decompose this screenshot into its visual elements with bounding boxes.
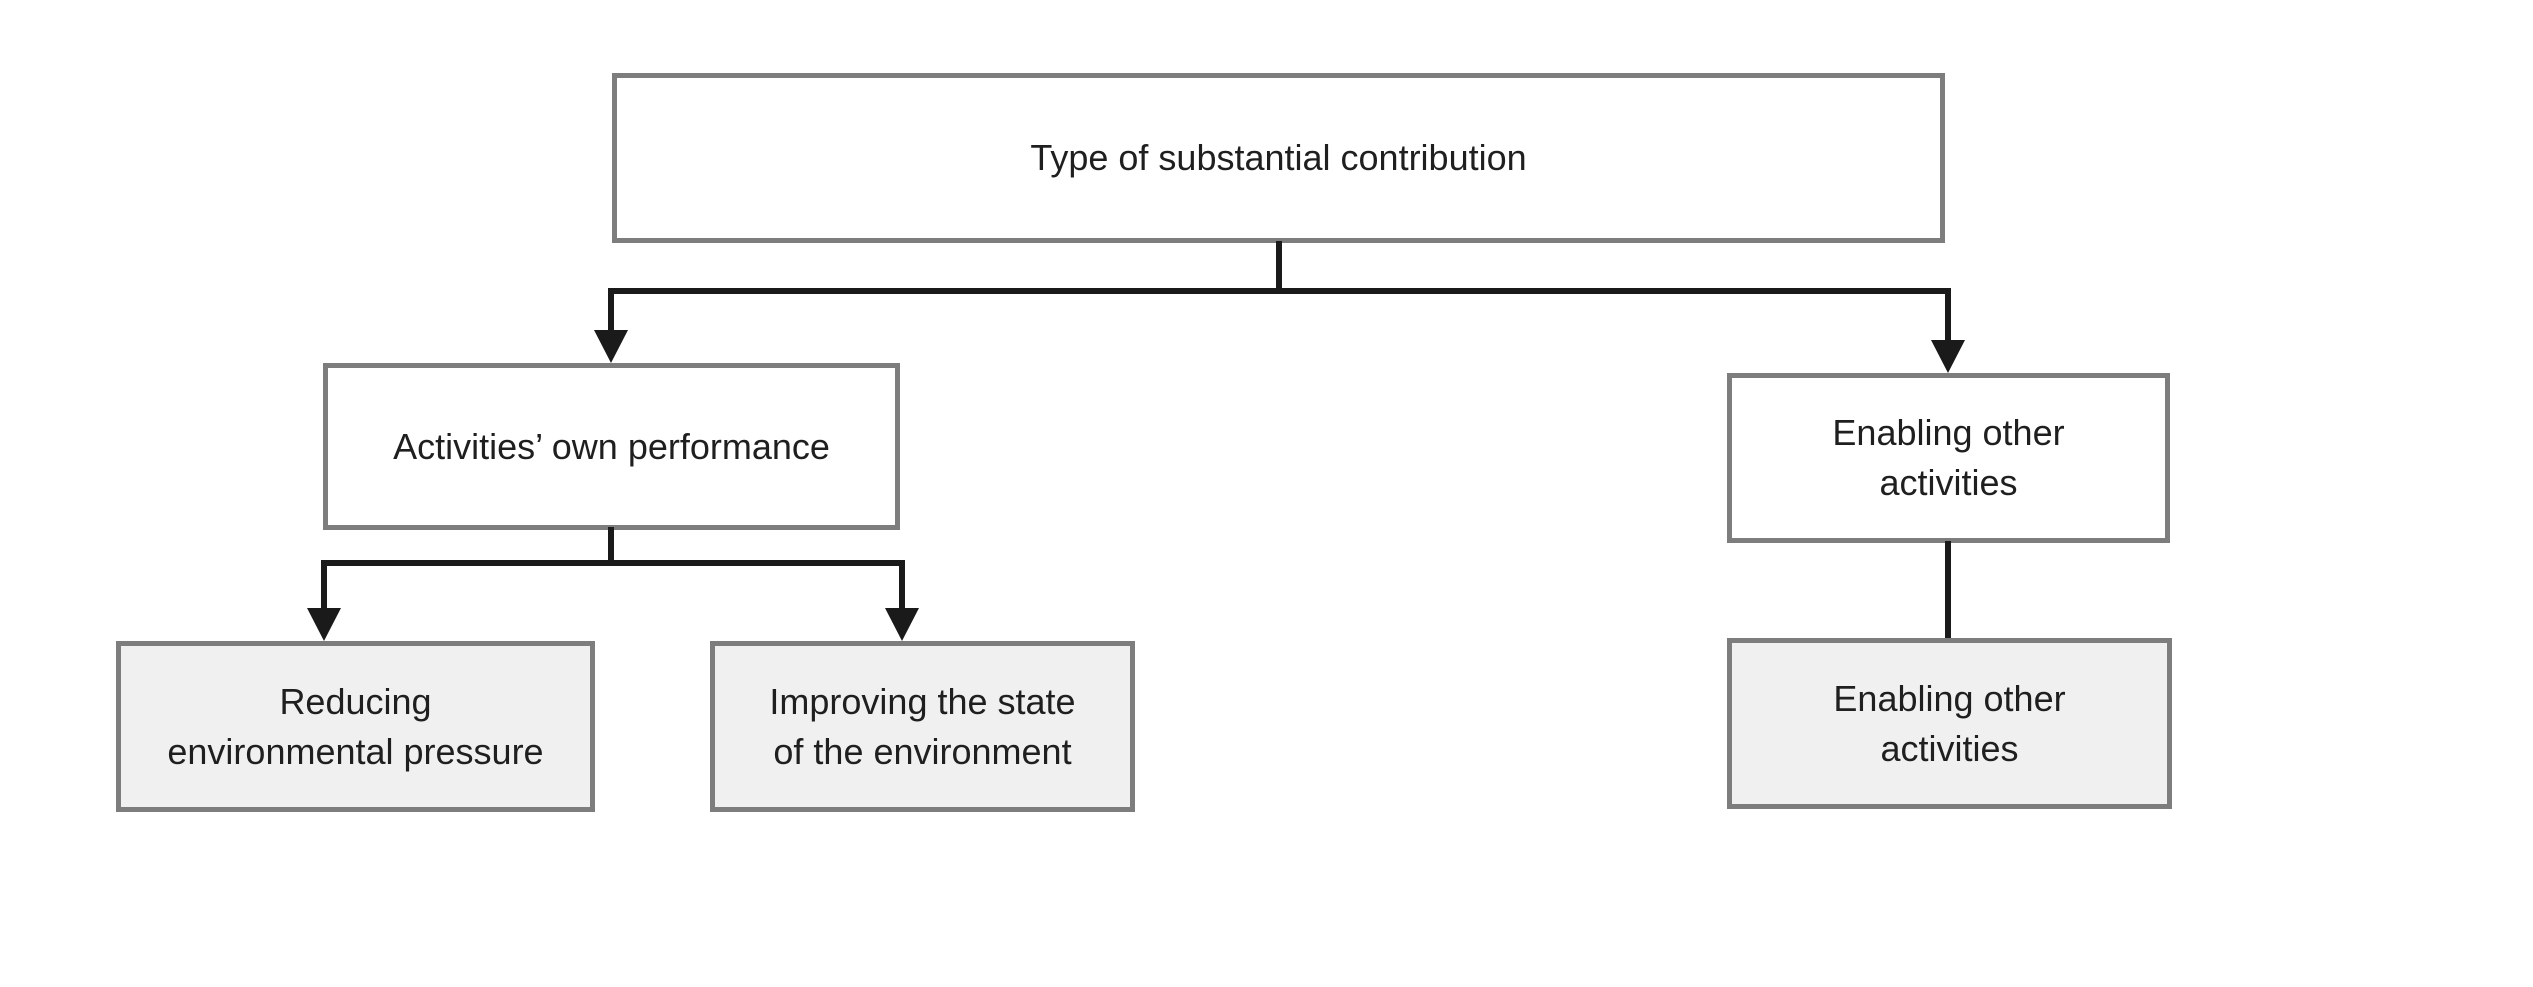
node-reducing-environmental-pressure: Reducing environmental pressure — [116, 641, 595, 812]
node-improving-state-of-environment: Improving the state of the environment — [710, 641, 1135, 812]
node-label: Activities’ own performance — [393, 425, 830, 467]
node-label: Enabling other activities — [1833, 677, 2066, 769]
arrowhead-down-icon — [594, 330, 628, 363]
connector-own-performance-drop-left — [321, 560, 327, 610]
node-label: Reducing environmental pressure — [167, 680, 544, 772]
node-activities-own-performance: Activities’ own performance — [323, 363, 900, 530]
connector-root-drop-right — [1945, 288, 1951, 344]
connector-enabling-vertical — [1945, 541, 1951, 640]
arrowhead-down-icon — [885, 608, 919, 641]
connector-own-performance-horizontal — [321, 560, 905, 566]
node-enabling-other-activities-child: Enabling other activities — [1727, 638, 2172, 809]
node-type-of-substantial-contribution: Type of substantial contribution — [612, 73, 1945, 243]
connector-own-performance-drop-right — [899, 560, 905, 610]
connector-root-horizontal — [608, 288, 1951, 294]
node-enabling-other-activities: Enabling other activities — [1727, 373, 2170, 543]
connector-root-stub — [1276, 241, 1282, 291]
connector-own-performance-stub — [608, 527, 614, 564]
node-label: Improving the state of the environment — [769, 680, 1076, 772]
connector-root-drop-left — [608, 288, 614, 334]
arrowhead-down-icon — [307, 608, 341, 641]
node-label: Enabling other activities — [1832, 412, 2065, 503]
node-label: Type of substantial contribution — [1030, 137, 1527, 179]
arrowhead-down-icon — [1931, 340, 1965, 373]
